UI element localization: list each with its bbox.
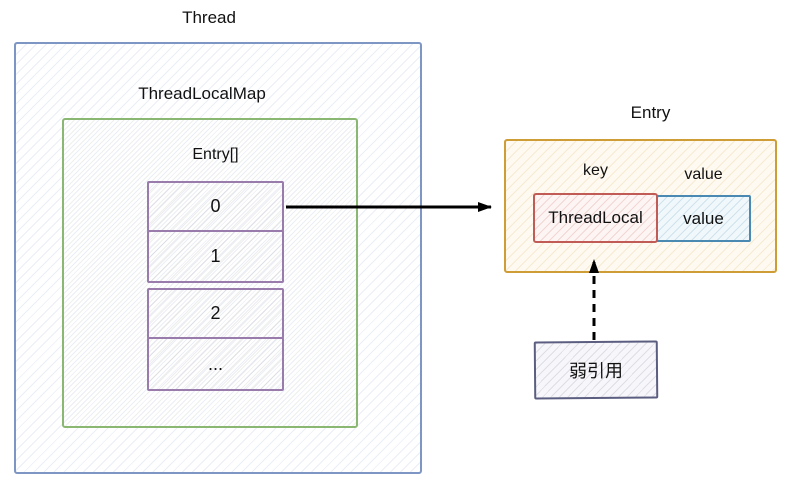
entry-array-cell-ellipsis: ... xyxy=(147,337,284,391)
value-header-label: value xyxy=(684,166,723,183)
key-header-label: key xyxy=(583,162,608,179)
weak-reference-box: 弱引用 xyxy=(533,340,659,400)
entry-array-cell-2: 2 xyxy=(147,288,284,339)
threadlocalmap-box xyxy=(62,118,358,428)
entry-array-cell-0: 0 xyxy=(147,181,284,232)
thread-box xyxy=(14,42,422,474)
entry-array-title: Entry[] xyxy=(192,146,239,163)
thread-box-title: Thread xyxy=(182,8,236,27)
entry-box-title: Entry xyxy=(630,103,671,122)
entry-array-cell-1: 1 xyxy=(147,230,284,283)
threadlocal-key-cell: ThreadLocal xyxy=(533,193,658,243)
value-cell: value xyxy=(656,195,751,242)
threadlocalmap-box-title: ThreadLocalMap xyxy=(138,84,266,103)
